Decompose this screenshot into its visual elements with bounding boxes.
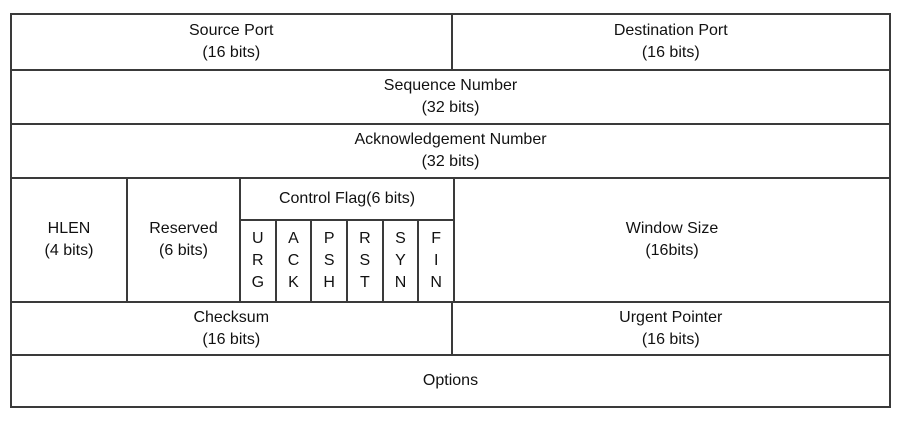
- field-name: Reserved: [149, 220, 218, 237]
- control-flag-bits: URG ACK PSH RST SYN FIN: [241, 221, 453, 301]
- field-hlen: HLEN (4 bits): [12, 179, 126, 301]
- flag-label: RST: [359, 230, 371, 291]
- field-checksum: Checksum (16 bits): [12, 303, 451, 354]
- field-name: Checksum: [193, 308, 270, 326]
- field-control-flag: Control Flag(6 bits) URG ACK PSH RST SYN: [239, 179, 453, 301]
- field-options: Options: [12, 356, 889, 406]
- field-window-size: Window Size (16bits): [453, 179, 889, 301]
- field-name: Source Port: [189, 22, 274, 39]
- field-name: Urgent Pointer: [619, 308, 723, 326]
- flag-urg: URG: [241, 221, 275, 301]
- field-source-port: Source Port (16 bits): [12, 15, 451, 69]
- row-checksum-urgent: Checksum (16 bits) Urgent Pointer (16 bi…: [12, 301, 889, 354]
- flag-rst: RST: [346, 221, 382, 301]
- field-size: (6 bits): [159, 242, 208, 259]
- flag-label: SYN: [394, 230, 407, 291]
- flag-fin: FIN: [417, 221, 453, 301]
- row-ports: Source Port (16 bits) Destination Port (…: [12, 15, 889, 69]
- field-name: Acknowledgement Number: [354, 131, 547, 148]
- field-sequence-number: Sequence Number (32 bits): [12, 71, 889, 123]
- field-size: (16 bits): [202, 330, 261, 348]
- field-urgent-pointer: Urgent Pointer (16 bits): [450, 303, 890, 354]
- field-name: HLEN: [47, 220, 91, 237]
- flag-label: PSH: [323, 230, 335, 291]
- field-size: (4 bits): [44, 242, 94, 259]
- field-size: (16bits): [645, 242, 699, 259]
- field-size: (32 bits): [421, 99, 480, 116]
- flag-ack: ACK: [274, 221, 311, 301]
- field-size: (32 bits): [421, 153, 480, 170]
- field-size: (16 bits): [641, 44, 700, 61]
- flag-label: ACK: [287, 230, 300, 291]
- flag-psh: PSH: [310, 221, 346, 301]
- field-reserved: Reserved (6 bits): [126, 179, 239, 301]
- field-name: Window Size: [625, 220, 719, 237]
- row-sequence-number: Sequence Number (32 bits): [12, 69, 889, 123]
- field-destination-port: Destination Port (16 bits): [450, 15, 890, 69]
- row-acknowledgement-number: Acknowledgement Number (32 bits): [12, 123, 889, 177]
- flag-syn: SYN: [381, 221, 418, 301]
- tcp-header-diagram: Source Port (16 bits) Destination Port (…: [10, 13, 891, 408]
- field-size: (16 bits): [202, 44, 261, 61]
- row-options: Options: [12, 354, 889, 406]
- field-name: Sequence Number: [383, 77, 518, 94]
- field-size: (16 bits): [641, 330, 700, 348]
- flag-label: URG: [251, 230, 265, 291]
- field-name: Options: [422, 372, 479, 389]
- flag-label: FIN: [430, 230, 442, 291]
- field-name: Destination Port: [613, 22, 728, 39]
- control-flag-title: Control Flag(6 bits): [241, 179, 453, 221]
- row-hlen-flags-window: HLEN (4 bits) Reserved (6 bits) Control …: [12, 177, 889, 301]
- field-acknowledgement-number: Acknowledgement Number (32 bits): [12, 125, 889, 177]
